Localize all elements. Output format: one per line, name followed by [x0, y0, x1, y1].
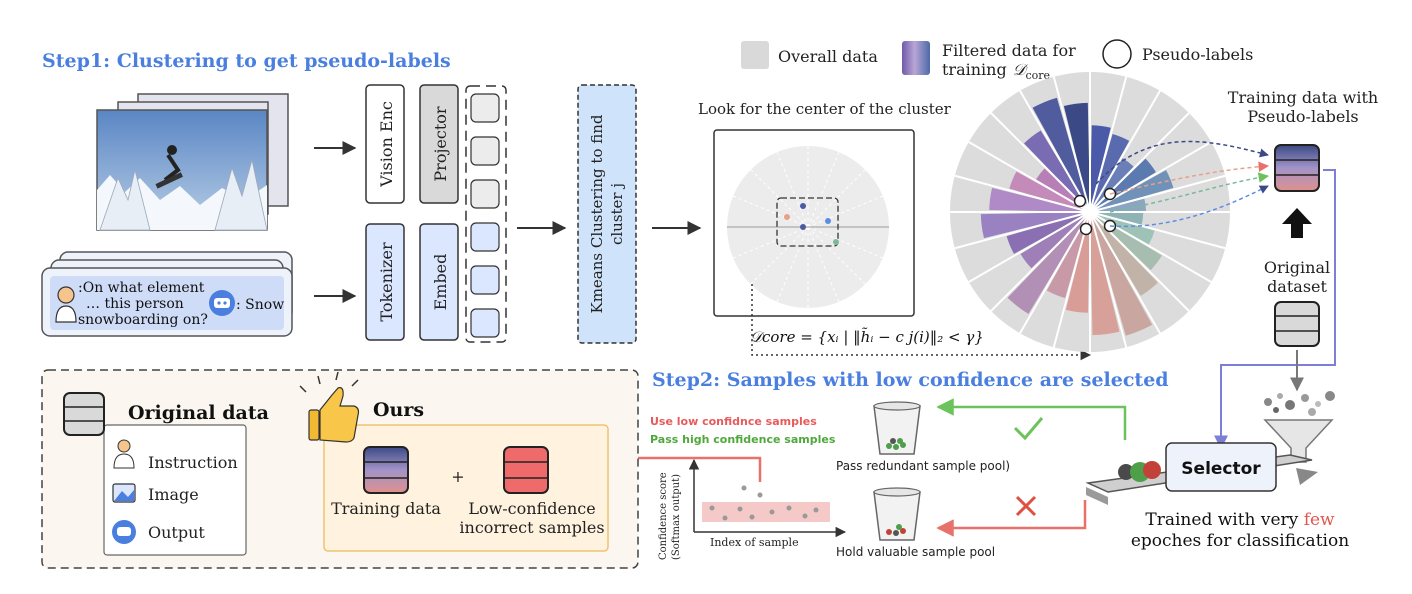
- image-icon: [112, 483, 136, 503]
- instruction-person-icon: [113, 453, 135, 469]
- low-conf-line2: incorrect samples: [459, 518, 604, 537]
- polar-wedge: [1009, 171, 1090, 212]
- selector-box: Selector: [1165, 442, 1277, 492]
- vision-enc-label: Vision Enc: [377, 101, 396, 188]
- step2-title: Step2: Samples with low confidence are s…: [652, 369, 1169, 391]
- filtered-label-line1: Filtered data for: [942, 41, 1076, 60]
- person-icon: [55, 286, 77, 323]
- check-icon: [1013, 417, 1044, 441]
- pseudo-swatch: [1102, 39, 1132, 69]
- pass-high-label: Pass high confidence samples: [650, 433, 836, 446]
- original-database-icon: [1274, 301, 1320, 347]
- y-axis-line2: (Softmax output): [671, 474, 682, 560]
- overall-label: Overall data: [778, 47, 878, 66]
- polar-wedge: [1090, 212, 1153, 336]
- image-label: Image: [148, 485, 199, 504]
- original-dataset-line1: Original: [1264, 258, 1330, 277]
- trained-line2: epoches for classification: [1131, 531, 1349, 551]
- original-data-label: Original data: [128, 402, 269, 424]
- dialog-stack: :On what element … this person snowboard…: [41, 251, 293, 337]
- question-line1: :On what element: [78, 280, 205, 296]
- robot-icon: [209, 290, 235, 316]
- hold-pool-label: Hold valuable sample pool: [836, 545, 995, 559]
- x-axis-label: Index of sample: [710, 536, 799, 549]
- pseudo-label-marker: [1073, 194, 1087, 208]
- polar-wedge: [1090, 212, 1155, 245]
- answer-text: : Snow: [236, 297, 284, 313]
- selector-label: Selector: [1181, 459, 1261, 479]
- training-data-db-icon: [363, 446, 409, 494]
- arrow-hold-low: [936, 500, 1087, 537]
- cluster-panel: [713, 129, 915, 317]
- polar-chart: [950, 72, 1230, 352]
- original-data-panel: Original data Instruction Image Output: [63, 392, 269, 556]
- low-conf-db-icon: [503, 446, 549, 494]
- pseudo-label-marker: [1079, 222, 1093, 236]
- token-column: [465, 85, 507, 343]
- arrow-formula-to-step2: [751, 284, 1092, 361]
- arrow-pass-high: [936, 398, 1127, 440]
- training-database-icon: [1274, 144, 1320, 192]
- hold-pool-cup: [873, 487, 921, 541]
- thumbs-up-icon: [299, 371, 360, 443]
- polar-wedge: [1007, 212, 1090, 314]
- original-data-db-icon: [63, 392, 105, 436]
- plus-sign: +: [451, 467, 464, 486]
- output-robot-icon: [112, 520, 136, 544]
- question-line3: snowboarding on?: [78, 312, 208, 328]
- polar-wedge: [1090, 158, 1134, 212]
- arrow-training-to-selector: [1214, 169, 1336, 450]
- step1-title: Step1: Clustering to get pseudo-labels: [42, 50, 451, 72]
- original-dataset-line2: dataset: [1267, 277, 1327, 296]
- polar-wedge: [1046, 212, 1090, 299]
- trained-line1: Trained with very few: [1145, 510, 1335, 530]
- embed-label: Embed: [431, 254, 450, 311]
- instruction-label: Instruction: [148, 453, 238, 472]
- polar-wedge: [1032, 97, 1090, 212]
- training-data-label: Training data: [331, 499, 441, 518]
- use-low-label: Use low confidnce samples: [650, 415, 817, 428]
- vision-enc-block: Vision Enc: [365, 84, 405, 204]
- overall-swatch: [741, 41, 769, 69]
- cluster-center-box: [776, 197, 839, 247]
- kmeans-line1: Kmeans Clustering to find: [588, 114, 606, 313]
- ours-panel: Ours Training data + Low-confidence inco…: [299, 371, 609, 552]
- low-conf-line1: Low-confidence: [468, 499, 595, 518]
- polar-wedge: [1090, 212, 1158, 296]
- question-line2: … this person: [86, 296, 184, 312]
- embed-block: Embed: [419, 223, 459, 341]
- projector-label: Projector: [431, 106, 450, 182]
- funnel-icon: [1263, 391, 1335, 463]
- pseudo-label: Pseudo-labels: [1142, 45, 1253, 64]
- output-label: Output: [148, 523, 205, 542]
- kmeans-line2: cluster j: [608, 183, 626, 245]
- polar-wedge: [1090, 134, 1130, 212]
- up-arrow-icon: [1282, 208, 1312, 238]
- core-formula: 𝒟core = {xᵢ | ‖h̃ᵢ − c j(i)‖₂ < γ}: [750, 328, 984, 346]
- image-stack: [96, 93, 289, 231]
- confidence-plot: [688, 458, 847, 538]
- cluster-title: Look for the center of the cluster: [698, 100, 952, 118]
- projector-block: Projector: [419, 84, 459, 204]
- pass-pool-cup: [873, 401, 921, 455]
- polar-wedge: [1090, 170, 1174, 212]
- kmeans-block: Kmeans Clustering to find cluster j: [577, 84, 637, 344]
- polar-wedge: [1020, 212, 1090, 269]
- filtered-swatch: [902, 41, 930, 75]
- cross-icon: [1015, 495, 1037, 517]
- ours-label: Ours: [373, 399, 424, 421]
- training-label-line2: Pseudo-labels: [1247, 107, 1358, 126]
- polar-wedge: [1024, 130, 1090, 212]
- tokenizer-label: Tokenizer: [377, 242, 396, 322]
- y-axis-line1: Confidence score: [658, 472, 669, 560]
- tokenizer-block: Tokenizer: [365, 223, 405, 341]
- training-label-line1: Training data with: [1228, 88, 1378, 107]
- polar-wedge: [1006, 212, 1090, 254]
- pass-pool-label: Pass redundant sample pool): [836, 459, 1010, 473]
